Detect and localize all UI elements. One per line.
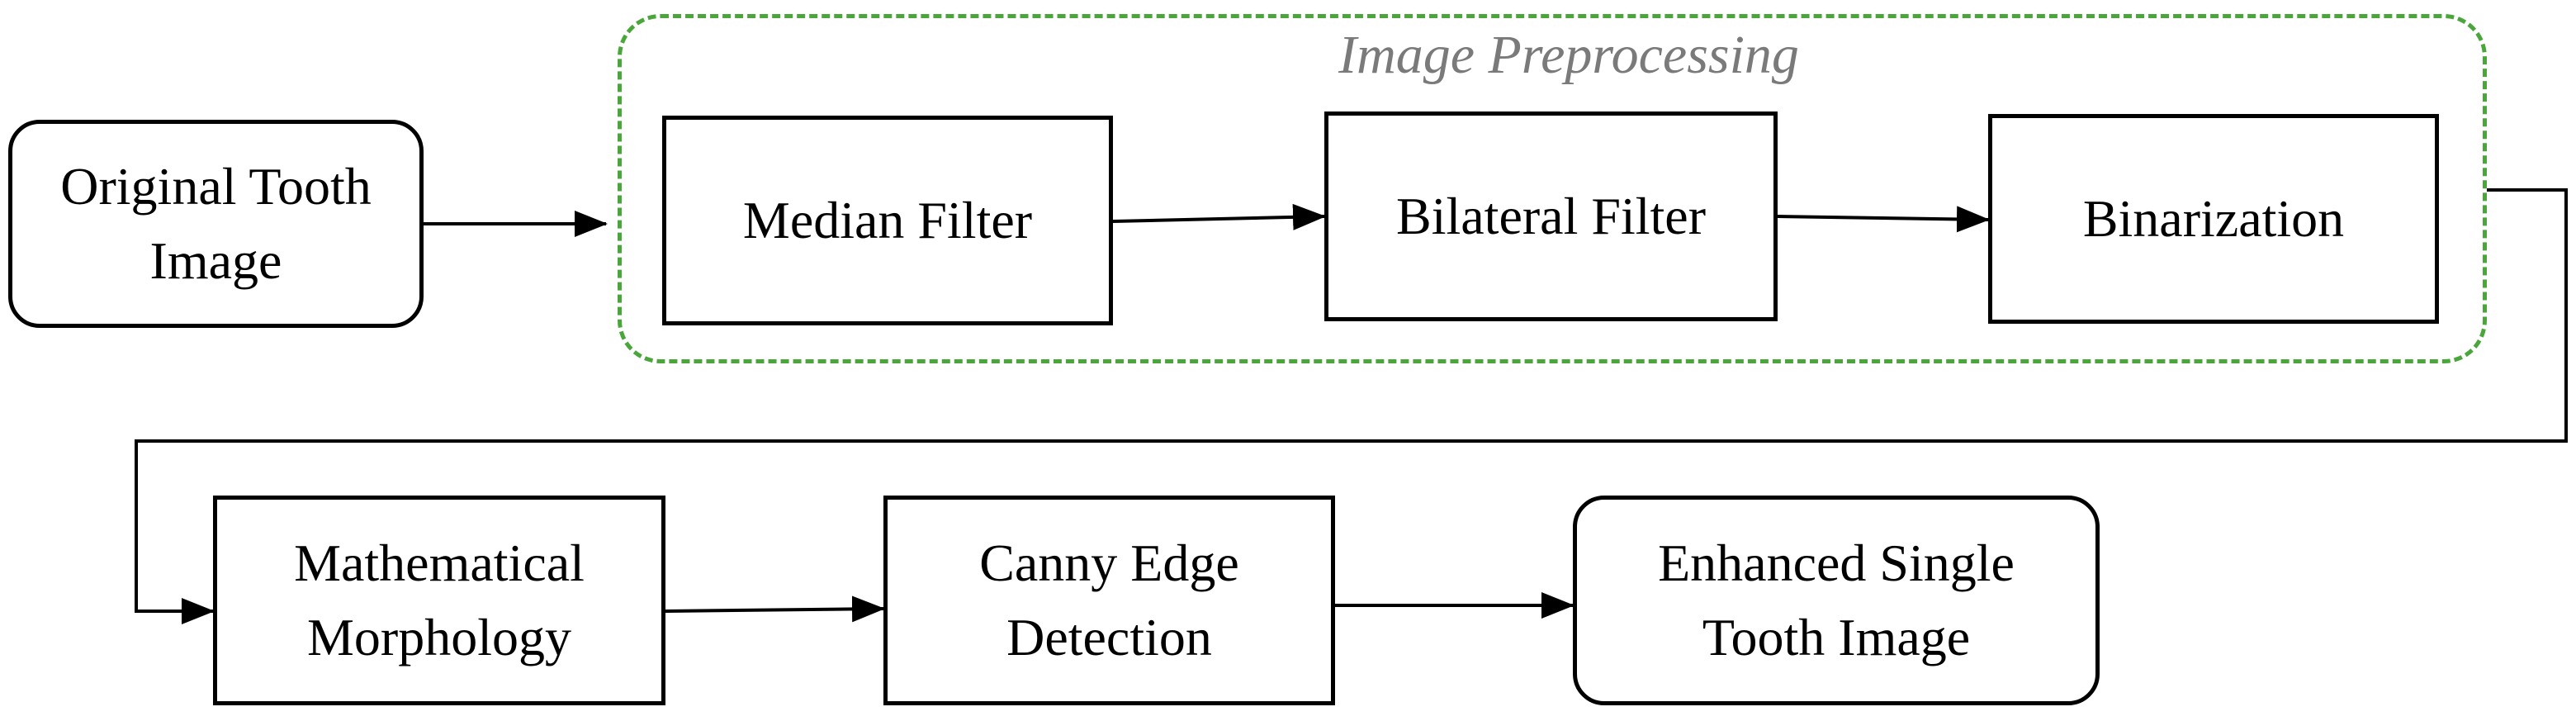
node-binarization: Binarization xyxy=(1988,114,2439,324)
arrow-morphology-to-canny xyxy=(665,595,885,623)
node-canny-line2: Detection xyxy=(1006,608,1212,666)
node-canny-edge-detection: Canny Edge Detection xyxy=(883,496,1335,705)
node-morphology-line2: Morphology xyxy=(307,608,571,666)
node-enhanced-line2: Tooth Image xyxy=(1702,608,1971,666)
node-median-label: Median Filter xyxy=(742,191,1033,249)
node-canny-line1: Canny Edge xyxy=(979,534,1239,592)
node-median-filter: Median Filter xyxy=(662,116,1113,325)
node-original-line2: Image xyxy=(149,231,282,290)
node-original-tooth-image: Original Tooth Image xyxy=(8,120,424,328)
arrow-binarization-to-morphology xyxy=(135,188,2568,624)
node-bilateral-label: Bilateral Filter xyxy=(1396,187,1706,245)
image-preprocessing-title: Image Preprocessing xyxy=(1338,25,1799,85)
node-mathematical-morphology: Mathematical Morphology xyxy=(213,496,665,705)
node-enhanced-line1: Enhanced Single xyxy=(1658,534,2015,592)
node-morphology-line1: Mathematical xyxy=(294,534,585,592)
node-bilateral-filter: Bilateral Filter xyxy=(1324,111,1778,321)
node-binarization-label: Binarization xyxy=(2082,189,2345,248)
arrow-bilateral-to-binarization xyxy=(1777,206,1990,233)
image-preprocessing-group xyxy=(618,14,2487,363)
node-enhanced-single-tooth-image: Enhanced Single Tooth Image xyxy=(1573,496,2100,705)
node-original-line1: Original Tooth xyxy=(60,157,372,216)
arrow-median-to-bilateral xyxy=(1112,203,1326,230)
